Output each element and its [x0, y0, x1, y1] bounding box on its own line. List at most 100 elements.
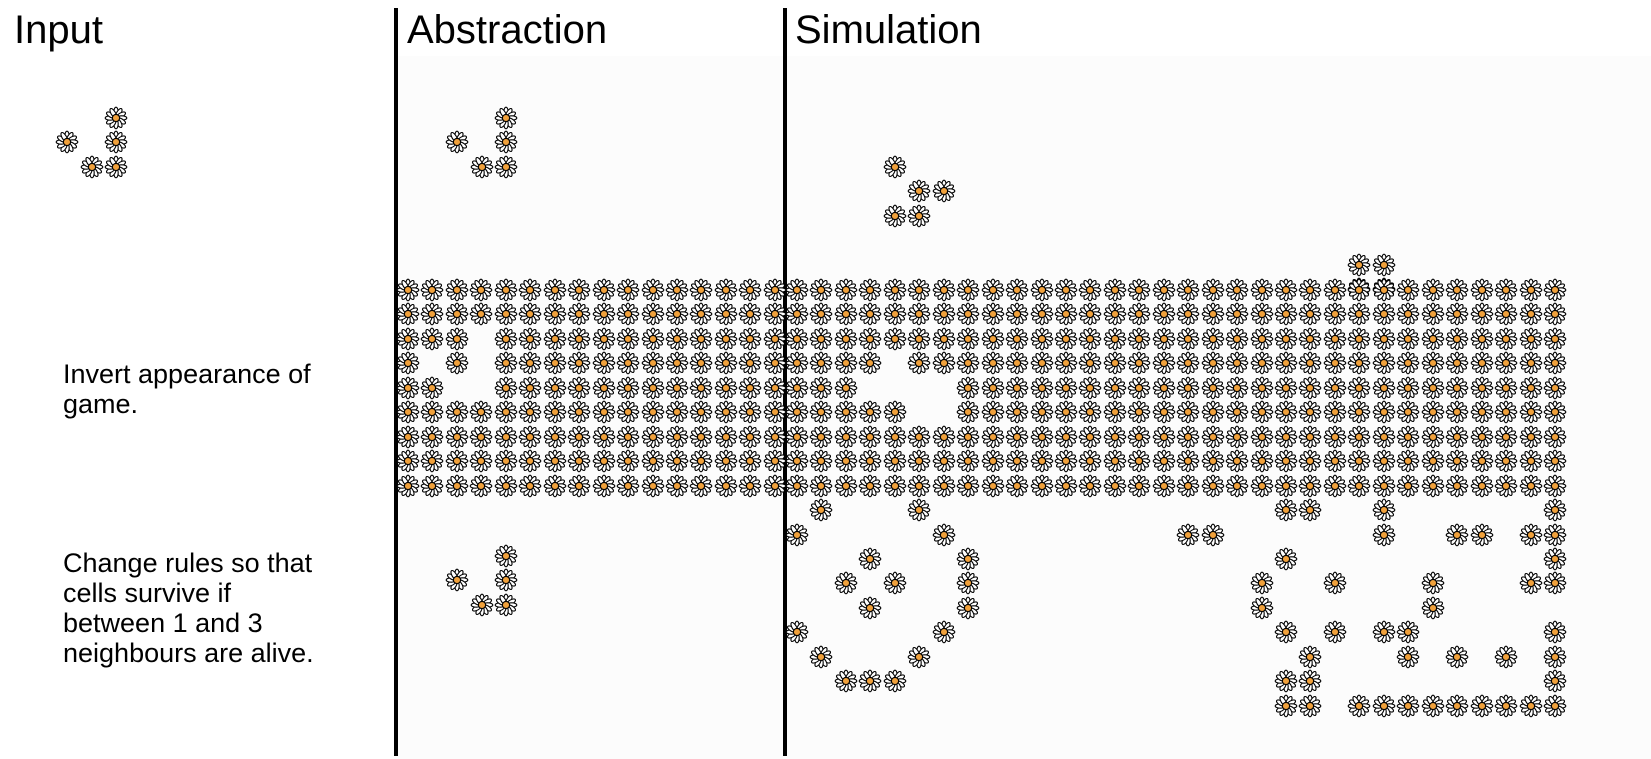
daisy-icon: [956, 376, 980, 400]
daisy-icon: [1176, 376, 1200, 400]
daisy-icon: [1250, 278, 1273, 302]
daisy-icon: [1347, 474, 1371, 497]
daisy-icon: [1543, 523, 1567, 546]
daisy-icon: [1005, 400, 1029, 424]
daisy-icon: [1543, 425, 1567, 449]
daisy-icon: [932, 327, 956, 351]
daisy-icon: [738, 400, 762, 424]
daisy-icon: [858, 449, 882, 473]
daisy-icon: [1054, 278, 1078, 302]
daisy-icon: [834, 474, 858, 497]
daisy-icon: [1470, 449, 1493, 473]
daisy-icon: [1030, 376, 1053, 400]
daisy-icon: [1494, 327, 1518, 351]
daisy-icon: [810, 645, 833, 669]
daisy-icon: [785, 523, 809, 546]
daisy-icon: [690, 425, 713, 449]
daisy-icon: [518, 474, 542, 497]
daisy-icon: [616, 400, 640, 424]
daisy-icon: [1250, 400, 1273, 424]
daisy-icon: [763, 278, 787, 302]
daisy-icon: [396, 449, 420, 473]
daisy-icon: [690, 278, 713, 302]
daisy-icon: [834, 449, 858, 473]
daisy-icon: [858, 474, 882, 497]
daisy-icon: [518, 449, 542, 473]
daisy-icon: [1543, 376, 1567, 400]
daisy-icon: [1274, 694, 1298, 717]
daisy-icon: [1274, 669, 1298, 693]
daisy-icon: [592, 303, 615, 326]
abstraction-divider: [394, 8, 398, 756]
daisy-icon: [518, 400, 542, 424]
daisy-icon: [641, 376, 664, 400]
daisy-icon: [469, 400, 493, 424]
daisy-icon: [1323, 425, 1347, 449]
daisy-icon: [1372, 376, 1396, 400]
daisy-icon: [1176, 523, 1200, 546]
daisy-icon: [932, 474, 956, 497]
daisy-icon: [665, 278, 689, 302]
daisy-icon: [1323, 351, 1347, 375]
daisy-icon: [469, 449, 493, 473]
daisy-icon: [1396, 400, 1420, 424]
daisy-icon: [1421, 474, 1445, 497]
daisy-icon: [981, 327, 1004, 351]
daisy-icon: [714, 351, 738, 375]
daisy-icon: [1201, 474, 1224, 497]
daisy-icon: [665, 449, 689, 473]
daisy-icon: [1543, 327, 1567, 351]
daisy-icon: [785, 449, 809, 473]
simulation-divider: [783, 8, 787, 756]
daisy-icon: [1250, 449, 1273, 473]
daisy-icon: [1274, 327, 1298, 351]
daisy-icon: [1127, 425, 1151, 449]
daisy-icon: [1421, 278, 1445, 302]
daisy-icon: [1005, 303, 1029, 326]
daisy-icon: [763, 303, 787, 326]
daisy-icon: [932, 449, 956, 473]
daisy-icon: [494, 303, 518, 326]
daisy-icon: [1494, 376, 1518, 400]
daisy-icon: [810, 376, 833, 400]
daisy-icon: [616, 303, 640, 326]
daisy-icon: [810, 327, 833, 351]
daisy-icon: [1396, 303, 1420, 326]
daisy-icon: [785, 303, 809, 326]
daisy-icon: [1152, 425, 1176, 449]
daisy-icon: [1127, 376, 1151, 400]
daisy-icon: [1152, 376, 1176, 400]
daisy-icon: [1519, 572, 1542, 595]
daisy-icon: [1445, 400, 1469, 424]
daisy-icon: [981, 303, 1004, 326]
daisy-icon: [834, 669, 858, 693]
daisy-icon: [1396, 327, 1420, 351]
daisy-icon: [1299, 425, 1322, 449]
daisy-icon: [1445, 327, 1469, 351]
daisy-icon: [956, 351, 980, 375]
daisy-icon: [104, 131, 128, 154]
daisy-icon: [543, 376, 567, 400]
daisy-icon: [1372, 400, 1396, 424]
daisy-icon: [907, 327, 931, 351]
daisy-icon: [1543, 572, 1567, 595]
daisy-icon: [1079, 474, 1102, 497]
daisy-icon: [494, 278, 518, 302]
daisy-icon: [907, 645, 931, 669]
daisy-icon: [494, 327, 518, 351]
daisy-icon: [907, 179, 931, 203]
daisy-icon: [1250, 351, 1273, 375]
daisy-icon: [1470, 400, 1493, 424]
daisy-icon: [932, 278, 956, 302]
daisy-icon: [1274, 351, 1298, 375]
daisy-icon: [56, 131, 79, 154]
daisy-icon: [956, 596, 980, 620]
daisy-icon: [714, 425, 738, 449]
daisy-icon: [1299, 278, 1322, 302]
daisy-icon: [1323, 400, 1347, 424]
daisy-icon: [785, 327, 809, 351]
row-2-caption: Invert appearance of game.: [63, 359, 363, 419]
daisy-icon: [1299, 694, 1322, 717]
daisy-icon: [1519, 474, 1542, 497]
daisy-icon: [1250, 596, 1273, 620]
